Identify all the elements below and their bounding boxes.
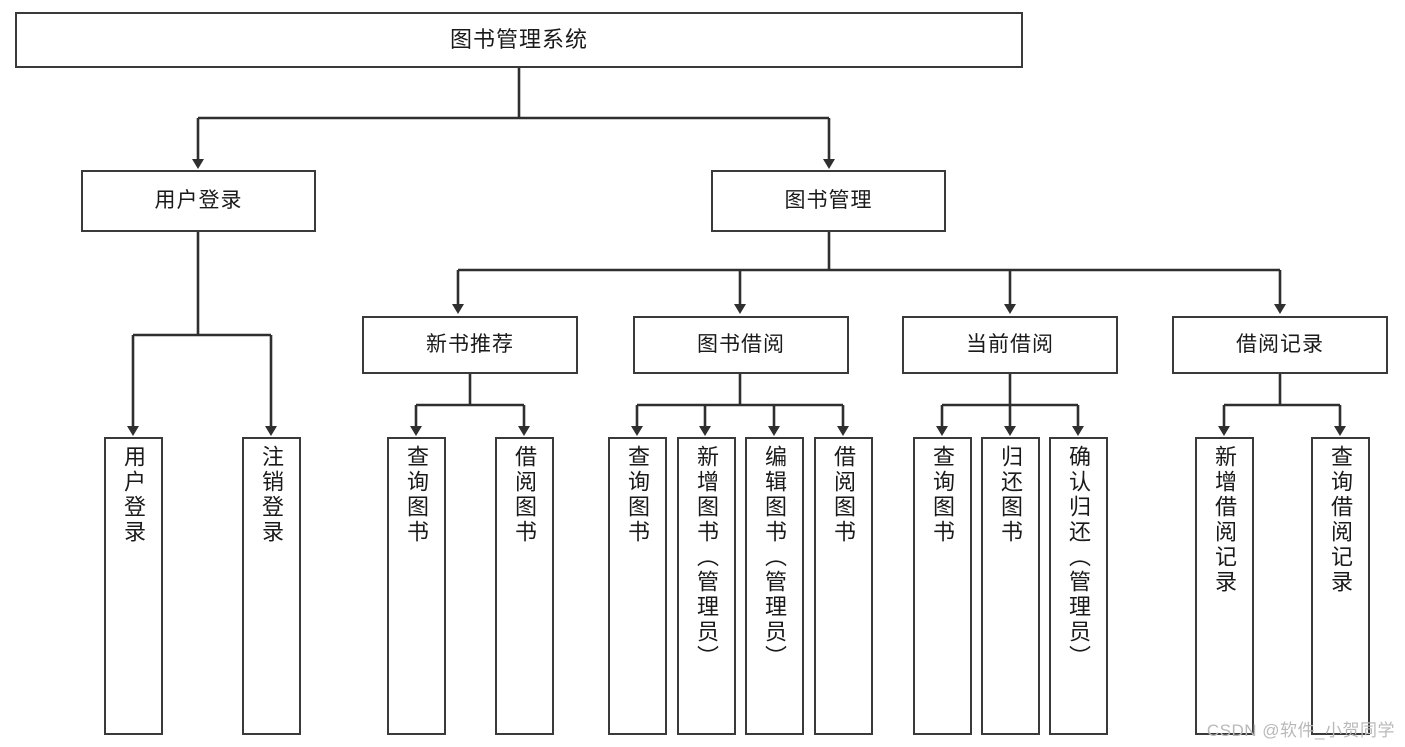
- node-leaf-query-book-current[interactable]: 查询图书: [913, 437, 972, 735]
- node-leaf-query-borrow-record[interactable]: 查询借阅记录: [1311, 437, 1370, 735]
- node-label: 编辑图书（管理员）: [762, 445, 788, 670]
- node-label: 新增借阅记录: [1212, 445, 1238, 595]
- node-borrow-record[interactable]: 借阅记录: [1172, 316, 1388, 374]
- node-leaf-return-book[interactable]: 归还图书: [981, 437, 1040, 735]
- node-label: 查询借阅记录: [1328, 445, 1354, 595]
- node-root-book-management-system[interactable]: 图书管理系统: [15, 12, 1023, 68]
- node-leaf-borrow-book-borrow[interactable]: 借阅图书: [814, 437, 873, 735]
- node-label: 查询图书: [930, 445, 956, 545]
- node-new-book-recommend[interactable]: 新书推荐: [362, 316, 578, 374]
- node-leaf-confirm-return-admin[interactable]: 确认归还（管理员）: [1049, 437, 1108, 735]
- node-leaf-query-book-recommend[interactable]: 查询图书: [387, 437, 446, 735]
- node-leaf-user-login[interactable]: 用户登录: [104, 437, 163, 735]
- node-label: 图书管理: [784, 188, 873, 212]
- node-book-borrow[interactable]: 图书借阅: [633, 316, 849, 374]
- node-label: 图书借阅: [697, 332, 785, 356]
- node-label: 新增图书（管理员）: [694, 445, 720, 670]
- node-label: 借阅记录: [1236, 332, 1324, 356]
- node-user-login[interactable]: 用户登录: [81, 170, 316, 232]
- node-leaf-query-book-borrow[interactable]: 查询图书: [608, 437, 667, 735]
- node-label: 查询图书: [404, 445, 430, 545]
- node-label: 查询图书: [625, 445, 651, 545]
- node-label: 注销登录: [259, 445, 285, 545]
- node-label: 确认归还（管理员）: [1066, 445, 1092, 670]
- node-leaf-borrow-book-recommend[interactable]: 借阅图书: [495, 437, 554, 735]
- node-leaf-add-borrow-record[interactable]: 新增借阅记录: [1195, 437, 1254, 735]
- node-label: 借阅图书: [512, 445, 538, 545]
- node-current-borrow[interactable]: 当前借阅: [902, 316, 1118, 374]
- node-label: 新书推荐: [426, 332, 514, 356]
- node-label: 借阅图书: [831, 445, 857, 545]
- node-leaf-add-book-admin[interactable]: 新增图书（管理员）: [677, 437, 736, 735]
- node-label: 用户登录: [154, 188, 243, 212]
- node-label: 图书管理系统: [449, 27, 588, 53]
- node-leaf-edit-book-admin[interactable]: 编辑图书（管理员）: [745, 437, 804, 735]
- node-leaf-logout-login[interactable]: 注销登录: [242, 437, 301, 735]
- watermark: CSDN @软件_小贺同学: [1206, 721, 1395, 740]
- node-label: 用户登录: [121, 445, 147, 545]
- node-book-management[interactable]: 图书管理: [711, 170, 946, 232]
- node-label: 归还图书: [998, 445, 1024, 545]
- node-label: 当前借阅: [966, 332, 1054, 356]
